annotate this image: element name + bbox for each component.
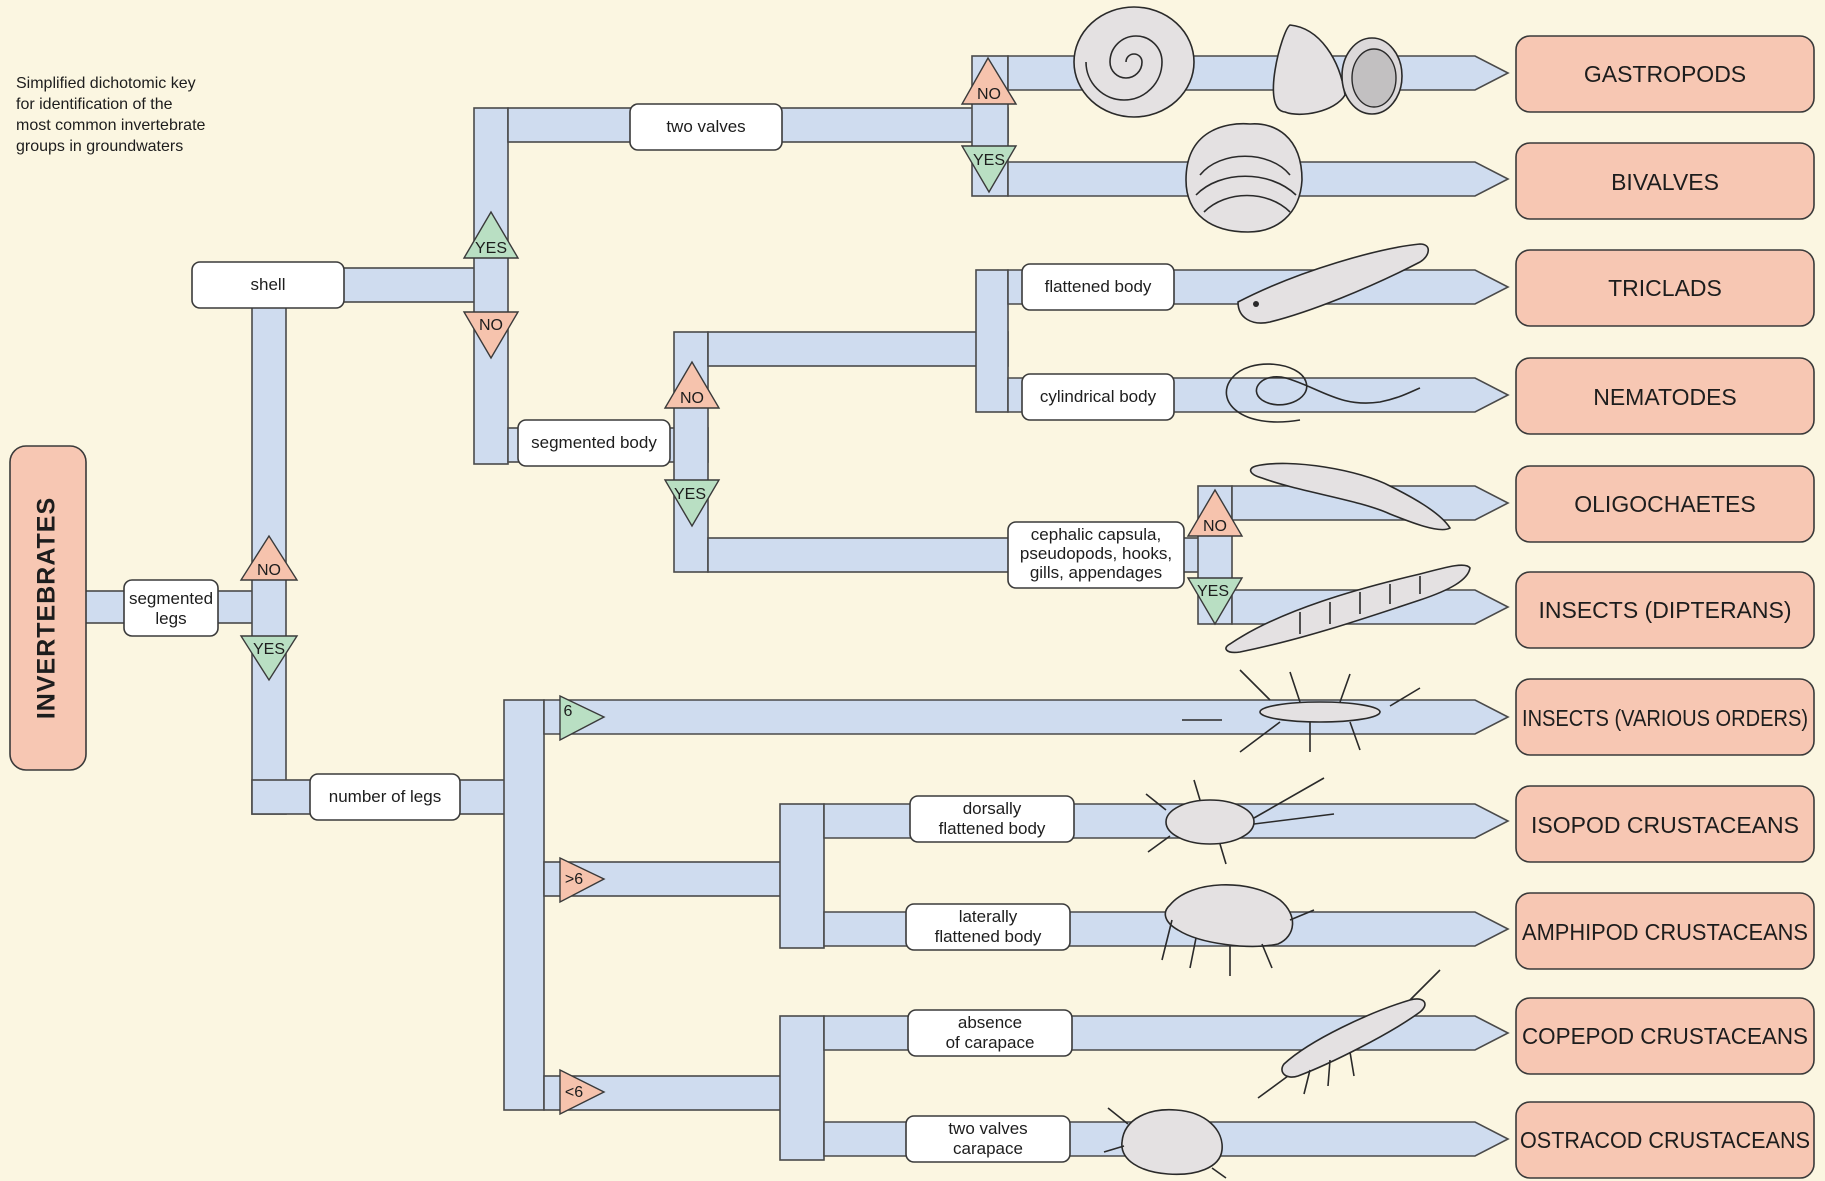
svg-text:>6: >6	[565, 871, 583, 888]
svg-text:YES: YES	[475, 240, 507, 257]
svg-text:GASTROPODS: GASTROPODS	[1584, 61, 1746, 87]
path-split-gt6	[779, 803, 825, 949]
insect-icon	[1182, 669, 1421, 753]
path-flattened-branch	[707, 331, 1009, 367]
svg-text:NO: NO	[257, 562, 281, 579]
svg-text:YES: YES	[674, 486, 706, 503]
question-segmented-body: segmented body	[517, 419, 671, 467]
result-nematodes: NEMATODES	[1515, 357, 1815, 435]
result-isopod-crustaceans: ISOPOD CRUSTACEANS	[1515, 785, 1815, 863]
root-label: INVERTEBRATES	[33, 497, 61, 719]
roundworm-icon	[1225, 363, 1421, 423]
answer-no-shell: NO	[462, 311, 520, 360]
amphipod-icon	[1161, 884, 1315, 976]
question-cephalic: cephalic capsula,pseudopods, hooks,gills…	[1007, 521, 1185, 589]
answer-no-segmented-legs: NO	[239, 534, 299, 581]
result-oligochaetes: OLIGOCHAETES	[1515, 465, 1815, 543]
svg-text:NO: NO	[1203, 518, 1227, 535]
svg-text:INSECTS (VARIOUS ORDERS): INSECTS (VARIOUS ORDERS)	[1522, 705, 1808, 731]
result-copepod-crustaceans: COPEPOD CRUSTACEANS	[1515, 997, 1815, 1075]
question-two-valves: two valves	[629, 103, 783, 151]
result-ostracod-crustaceans: OSTRACOD CRUSTACEANS	[1515, 1101, 1815, 1179]
svg-text:cylindrical body: cylindrical body	[1040, 387, 1157, 406]
svg-text:ISOPOD CRUSTACEANS: ISOPOD CRUSTACEANS	[1531, 812, 1799, 838]
isopod-icon	[1145, 777, 1335, 865]
result-triclads: TRICLADS	[1515, 249, 1815, 327]
answer-more-than-six-legs: >6	[559, 856, 606, 904]
svg-text:TRICLADS: TRICLADS	[1608, 275, 1722, 301]
earthworm-icon	[1249, 462, 1452, 531]
svg-text:COPEPOD CRUSTACEANS: COPEPOD CRUSTACEANS	[1522, 1023, 1808, 1049]
results: GASTROPODS BIVALVES TRICLADS NEMATODES O…	[1515, 35, 1815, 1179]
caption: Simplified dichotomic key for identifica…	[16, 75, 210, 155]
svg-text:YES: YES	[973, 152, 1005, 169]
svg-text:YES: YES	[1197, 583, 1229, 600]
path-split-flat-cyl	[975, 269, 1009, 413]
answer-less-than-six-legs: <6	[559, 1068, 606, 1116]
answer-no-two-valves: NO	[960, 56, 1018, 105]
svg-text:shell: shell	[251, 275, 286, 294]
answer-six-legs: 6	[559, 694, 606, 742]
svg-text:cephalic capsula,pseudopods, h: cephalic capsula,pseudopods, hooks,gills…	[1020, 525, 1172, 582]
result-gastropods: GASTROPODS	[1515, 35, 1815, 113]
clam-icon	[1185, 122, 1303, 233]
flow-paths	[83, 55, 1510, 1161]
svg-text:NO: NO	[680, 390, 704, 407]
path-split-lt6	[779, 1015, 825, 1161]
svg-text:<6: <6	[565, 1084, 583, 1101]
flatworm-icon	[1237, 243, 1430, 324]
svg-text:AMPHIPOD CRUSTACEANS: AMPHIPOD CRUSTACEANS	[1522, 919, 1808, 945]
answer-yes-two-valves: YES	[960, 145, 1018, 194]
answer-yes-segmented-body: YES	[663, 479, 721, 528]
result-bivalves: BIVALVES	[1515, 142, 1815, 220]
svg-text:OSTRACOD CRUSTACEANS: OSTRACOD CRUSTACEANS	[1520, 1127, 1810, 1153]
question-flattened-body: flattened body	[1021, 263, 1175, 311]
svg-text:BIVALVES: BIVALVES	[1611, 169, 1719, 195]
result-amphipod-crustaceans: AMPHIPOD CRUSTACEANS	[1515, 892, 1815, 970]
answer-no-cephalic: NO	[1186, 488, 1244, 537]
svg-text:6: 6	[564, 703, 573, 720]
copepod-icon	[1257, 969, 1441, 1099]
svg-text:NO: NO	[977, 86, 1001, 103]
path-split-legs	[503, 699, 545, 1111]
answer-yes-segmented-legs: YES	[239, 635, 299, 682]
svg-text:OLIGOCHAETES: OLIGOCHAETES	[1574, 491, 1755, 517]
root-box	[9, 445, 87, 771]
svg-text:NO: NO	[479, 317, 503, 334]
ostracod-icon	[1103, 1107, 1227, 1179]
path-split-shell	[473, 107, 509, 465]
svg-text:two valves: two valves	[666, 117, 745, 136]
svg-text:INSECTS (DIPTERANS): INSECTS (DIPTERANS)	[1538, 597, 1791, 623]
svg-text:NEMATODES: NEMATODES	[1593, 384, 1737, 410]
question-cylindrical-body: cylindrical body	[1021, 373, 1175, 421]
svg-text:YES: YES	[253, 641, 285, 658]
question-number-of-legs: number of legs	[309, 773, 461, 821]
snail-icon	[1272, 24, 1403, 116]
question-shell: shell	[191, 261, 345, 309]
answer-yes-shell: YES	[462, 210, 520, 259]
svg-text:segmented body: segmented body	[531, 433, 657, 452]
svg-text:number of legs: number of legs	[329, 787, 441, 806]
snail-shell-icon	[1073, 6, 1195, 118]
svg-text:flattened body: flattened body	[1045, 277, 1152, 296]
answer-yes-cephalic: YES	[1186, 577, 1244, 626]
root-node: INVERTEBRATES	[9, 445, 87, 771]
result-insects-various-orders: INSECTS (VARIOUS ORDERS)	[1515, 678, 1815, 756]
answer-no-segmented-body: NO	[663, 360, 721, 409]
dipteran-larva-icon	[1225, 564, 1471, 654]
result-insects-dipterans: INSECTS (DIPTERANS)	[1515, 571, 1815, 649]
